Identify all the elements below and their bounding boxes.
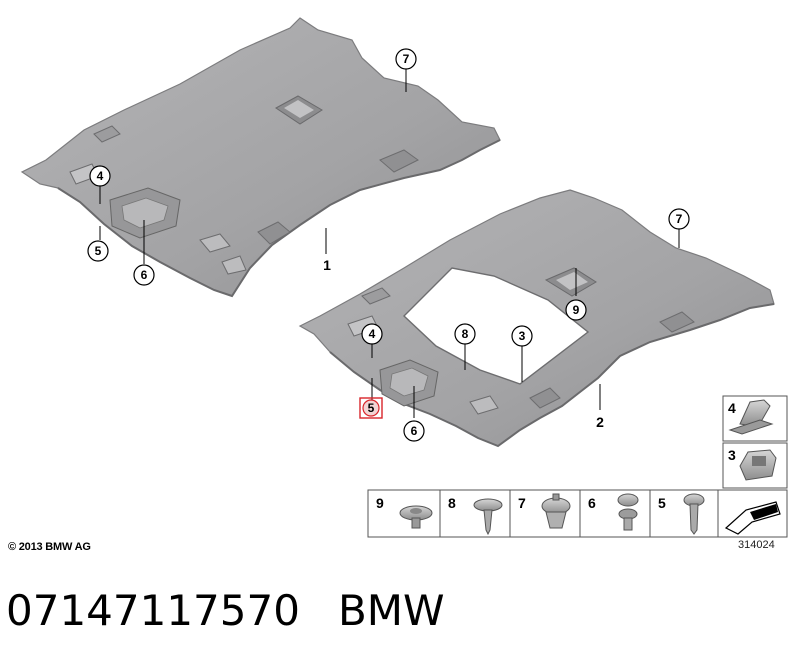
svg-text:3: 3 xyxy=(519,329,526,343)
legend-side: 4 3 xyxy=(722,395,788,489)
legend-fastener-5: 5 xyxy=(658,495,666,511)
callout-7-upper: 7 xyxy=(395,48,417,70)
svg-text:4: 4 xyxy=(369,327,376,341)
callout-7-lower: 7 xyxy=(668,208,690,230)
svg-text:7: 7 xyxy=(676,212,683,226)
leader-lines xyxy=(99,69,680,418)
legend-fastener-8: 8 xyxy=(448,495,456,511)
fastener-8-icon xyxy=(473,498,503,536)
legend-fastener-9: 9 xyxy=(376,495,384,511)
part-label-1: 1 xyxy=(323,257,331,273)
parts-diagram: 7 4 5 6 7 9 4 8 3 5 6 1 2 4 3 9 8 xyxy=(20,17,788,538)
callout-5-upper: 5 xyxy=(87,240,109,262)
callout-3: 3 xyxy=(511,325,533,347)
legend-side-3: 3 xyxy=(728,447,736,463)
legend-fastener-6: 6 xyxy=(588,495,596,511)
callout-6-lower: 6 xyxy=(403,420,425,442)
svg-text:8: 8 xyxy=(462,327,469,341)
footer-part-info: 07147117570 BMW xyxy=(6,586,445,635)
svg-text:9: 9 xyxy=(573,303,580,317)
fastener-9-icon xyxy=(399,505,433,529)
svg-text:7: 7 xyxy=(403,52,410,66)
part-label-2: 2 xyxy=(596,414,604,430)
headliner-part-2 xyxy=(298,189,775,448)
svg-text:4: 4 xyxy=(97,169,104,183)
callout-4-upper: 4 xyxy=(89,165,111,187)
fastener-7-icon xyxy=(541,493,571,529)
svg-text:6: 6 xyxy=(411,424,418,438)
callout-4-lower: 4 xyxy=(361,323,383,345)
clip-3-icon xyxy=(739,449,777,481)
callout-5-lower-highlighted: 5 xyxy=(359,397,383,419)
callout-8: 8 xyxy=(454,323,476,345)
brand-name: BMW xyxy=(337,586,445,635)
fastener-6-icon xyxy=(617,493,639,531)
diagram-number: 314024 xyxy=(738,539,775,551)
clip-4-icon xyxy=(728,399,774,435)
legend-fastener-7: 7 xyxy=(518,495,526,511)
legend-side-4: 4 xyxy=(728,400,736,416)
callout-6-upper: 6 xyxy=(133,264,155,286)
svg-text:5: 5 xyxy=(368,401,375,415)
legend-fasteners: 9 8 7 6 5 xyxy=(367,489,788,538)
arrow-symbol-icon xyxy=(724,501,781,535)
headliner-part-1 xyxy=(20,17,501,298)
part-number: 07147117570 xyxy=(6,586,300,635)
copyright: © 2013 BMW AG xyxy=(8,541,91,553)
svg-text:6: 6 xyxy=(141,268,148,282)
svg-text:5: 5 xyxy=(95,244,102,258)
fastener-5-icon xyxy=(683,493,705,535)
callout-9: 9 xyxy=(565,299,587,321)
